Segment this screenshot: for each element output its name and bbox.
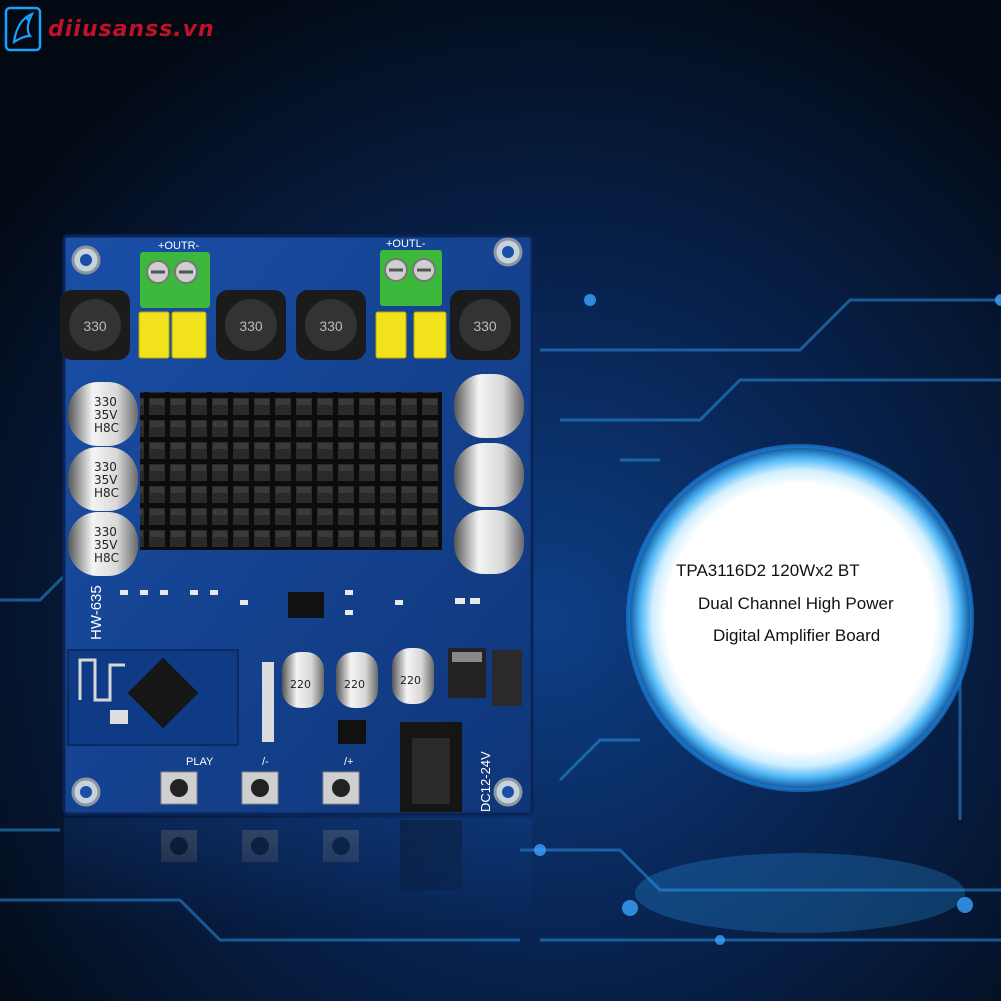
- ic-chip: [288, 592, 324, 618]
- play-label: PLAY: [186, 756, 214, 768]
- svg-text:35V: 35V: [94, 538, 118, 552]
- trace-nodes: [534, 294, 1001, 945]
- model-label: HW-635: [88, 585, 105, 640]
- small-capacitors: 220 220 220: [282, 648, 434, 708]
- film-capacitors: [138, 311, 447, 359]
- next-label: /+: [344, 756, 353, 768]
- svg-text:330: 330: [83, 318, 107, 334]
- caption-line-3: Digital Amplifier Board: [713, 626, 881, 645]
- svg-text:220: 220: [400, 674, 421, 687]
- svg-text:H8C: H8C: [94, 486, 119, 500]
- svg-text:H8C: H8C: [94, 421, 119, 435]
- inductors: 330 330 330 330: [60, 290, 520, 360]
- watermark-text: diiusanss.vn: [48, 16, 215, 42]
- board-reflection: [64, 818, 532, 928]
- watermark: diiusanss.vn: [4, 6, 215, 52]
- svg-text:330: 330: [94, 460, 117, 474]
- svg-text:35V: 35V: [94, 473, 118, 487]
- bluetooth-module: [67, 649, 239, 746]
- terminal-block-left: [380, 250, 442, 306]
- amplifier-board: +OUTR- +OUTL- 330 330 330 330 33035VH8C …: [60, 234, 534, 816]
- caption-line-1: TPA3116D2 120Wx2 BT: [676, 561, 860, 580]
- svg-text:35V: 35V: [94, 408, 118, 422]
- svg-text:220: 220: [290, 678, 311, 691]
- buttons: [160, 771, 360, 805]
- terminal-block-right: [140, 252, 210, 308]
- power-label: DC12-24V: [478, 751, 493, 812]
- bird-logo-icon: [4, 6, 42, 52]
- svg-text:330: 330: [319, 318, 343, 334]
- svg-text:330: 330: [94, 525, 117, 539]
- heatsink: [140, 392, 442, 550]
- out-left-label: +OUTL-: [386, 238, 426, 250]
- out-right-label: +OUTR-: [158, 240, 200, 252]
- dc-jack: [400, 722, 462, 812]
- svg-text:220: 220: [344, 678, 365, 691]
- svg-text:330: 330: [239, 318, 263, 334]
- svg-text:330: 330: [94, 395, 117, 409]
- caption-line-2: Dual Channel High Power: [698, 594, 894, 613]
- prev-label: /-: [262, 756, 269, 768]
- svg-text:330: 330: [473, 318, 497, 334]
- svg-text:H8C: H8C: [94, 551, 119, 565]
